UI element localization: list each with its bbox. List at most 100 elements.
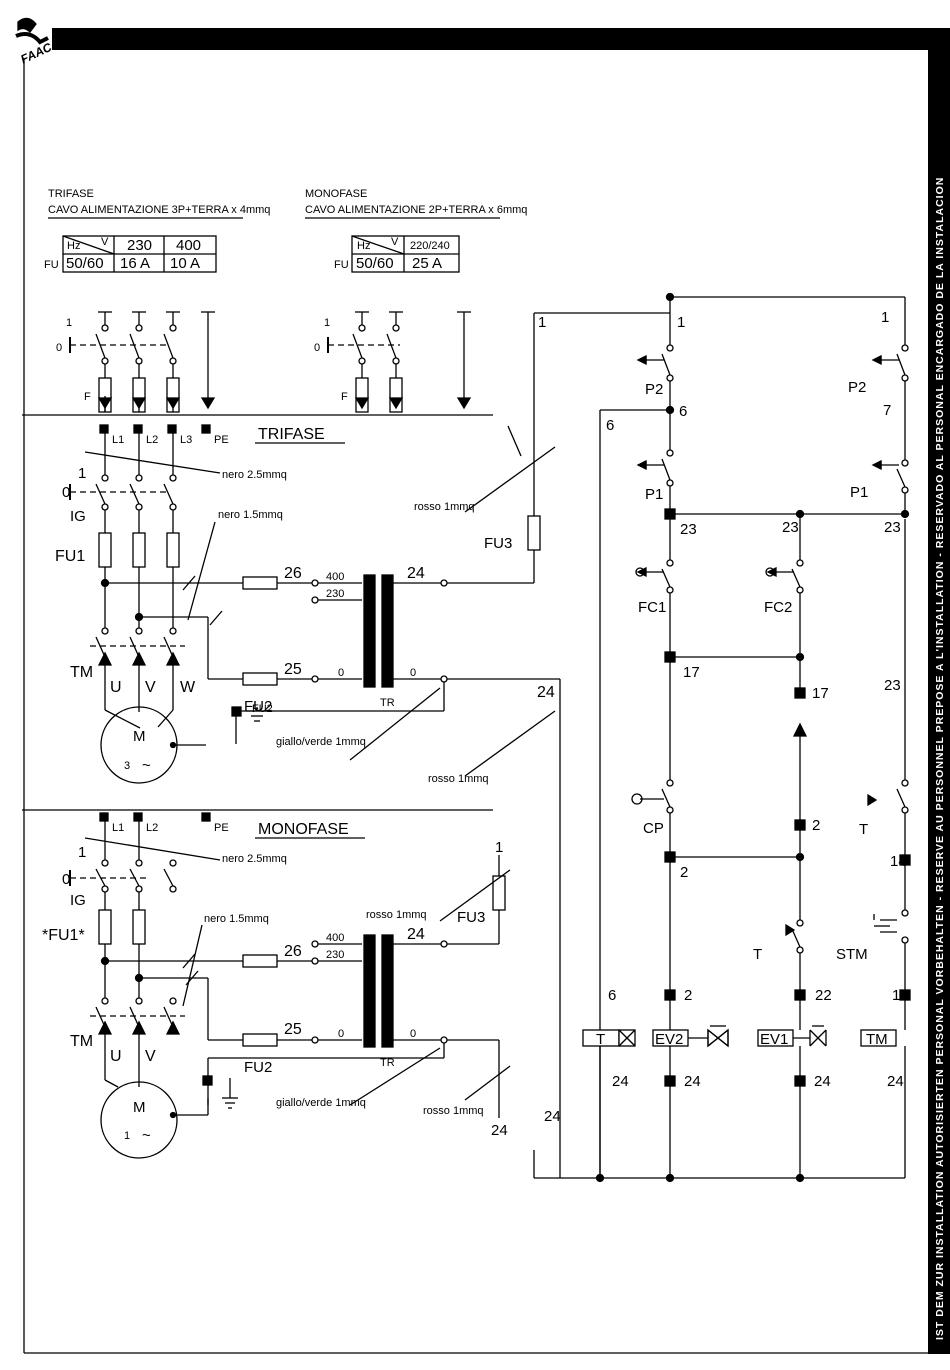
svg-text:230: 230 (127, 237, 152, 254)
svg-text:rosso 1mmq: rosso 1mmq (423, 1105, 484, 1117)
svg-text:PE: PE (214, 434, 229, 446)
svg-text:0: 0 (338, 1028, 344, 1040)
svg-text:0: 0 (62, 484, 70, 501)
svg-text:0: 0 (314, 342, 320, 354)
coil-T: T (582, 1029, 636, 1048)
svg-text:1: 1 (881, 309, 889, 326)
svg-text:TM: TM (866, 1031, 888, 1048)
monofase-section: L1 L2 PE MONOFASE nero 2.5mmq 1 0 IG *FU… (42, 812, 511, 1159)
label-15: 15 (892, 987, 909, 1004)
monofase-motor: M 1 ~ (100, 1081, 209, 1159)
svg-text:T: T (859, 821, 868, 838)
svg-text:FU1: FU1 (55, 548, 85, 565)
svg-text:~: ~ (142, 757, 151, 774)
svg-text:STM: STM (836, 946, 868, 963)
svg-text:U: U (110, 1048, 122, 1065)
svg-text:nero 2.5mmq: nero 2.5mmq (222, 853, 287, 865)
svg-text:T: T (596, 1031, 605, 1048)
svg-text:FU3: FU3 (457, 909, 485, 926)
svg-text:24: 24 (887, 1073, 904, 1090)
coil-EV1: EV1 (757, 1000, 827, 1048)
svg-text:23: 23 (884, 519, 901, 536)
svg-text:24: 24 (544, 1108, 561, 1125)
monofase-top-switch: 1 0 F (314, 311, 472, 413)
coil-EV2: EV2 (652, 1000, 729, 1048)
svg-text:24: 24 (612, 1073, 629, 1090)
trifase-transformer (363, 574, 394, 688)
svg-text:26: 26 (284, 943, 302, 960)
svg-text:rosso 1mmq: rosso 1mmq (414, 501, 475, 513)
svg-text:1: 1 (78, 844, 86, 861)
svg-text:17: 17 (683, 664, 700, 681)
svg-text:rosso 1mmq: rosso 1mmq (366, 909, 427, 921)
svg-text:1: 1 (66, 317, 72, 329)
logo-text: FAAC (18, 40, 54, 67)
svg-text:0: 0 (56, 342, 62, 354)
svg-text:P1: P1 (850, 484, 868, 501)
label-14: 14 (890, 853, 907, 870)
svg-text:L1: L1 (112, 434, 124, 446)
svg-text:26: 26 (284, 565, 302, 582)
svg-text:FC1: FC1 (638, 599, 666, 616)
svg-text:230: 230 (326, 588, 344, 600)
trifase-motor: M 3 ~ (100, 706, 206, 784)
svg-text:50/60: 50/60 (66, 255, 104, 272)
svg-text:IG: IG (70, 892, 86, 909)
svg-text:0: 0 (338, 667, 344, 679)
trifase-fu2-label: FU2 (244, 698, 272, 715)
svg-text:PE: PE (214, 822, 229, 834)
svg-text:25 A: 25 A (412, 255, 442, 272)
svg-text:giallo/verde 1mmq: giallo/verde 1mmq (276, 1097, 366, 1109)
trifase-top-switch: 1 0 F (56, 311, 216, 413)
svg-text:M: M (133, 728, 146, 745)
svg-text:TR: TR (380, 697, 395, 709)
svg-text:220/240: 220/240 (410, 240, 450, 252)
svg-text:6: 6 (679, 403, 687, 420)
svg-text:EV1: EV1 (760, 1031, 788, 1048)
svg-text:giallo/verde 1mmq: giallo/verde 1mmq (276, 736, 366, 748)
monofase-table: Hz V 220/240 FU 50/60 25 A (334, 235, 460, 273)
svg-text:V: V (145, 1048, 156, 1065)
svg-text:Hz: Hz (67, 240, 80, 252)
side-text: IST DEM ZUR INSTALLATION AUTORISIERTEN P… (934, 177, 946, 1340)
svg-text:400: 400 (176, 237, 201, 254)
trifase-title: TRIFASE (258, 426, 325, 443)
control-circuit: 1 1 P2 6 6 P2 7 P1 P1 (533, 292, 911, 1183)
svg-text:23: 23 (782, 519, 799, 536)
svg-text:2: 2 (680, 864, 688, 881)
svg-text:24: 24 (407, 926, 425, 943)
svg-text:M: M (133, 1099, 146, 1116)
monofase-contactor-TM: TM U V (70, 997, 185, 1088)
svg-text:EV2: EV2 (655, 1031, 683, 1048)
svg-text:FU3: FU3 (484, 535, 512, 552)
svg-text:TM: TM (70, 664, 93, 681)
svg-text:6: 6 (606, 417, 614, 434)
svg-text:V: V (101, 236, 109, 248)
svg-text:U: U (110, 679, 122, 696)
svg-text:*FU1*: *FU1* (42, 927, 85, 944)
svg-text:L2: L2 (146, 822, 158, 834)
svg-text:2: 2 (684, 987, 692, 1004)
svg-text:25: 25 (284, 1021, 302, 1038)
svg-text:25: 25 (284, 661, 302, 678)
svg-text:24: 24 (814, 1073, 831, 1090)
svg-text:3: 3 (124, 760, 130, 772)
svg-text:F: F (84, 391, 91, 403)
svg-text:1: 1 (538, 314, 546, 331)
svg-text:L2: L2 (146, 434, 158, 446)
monofase-header-cable: CAVO ALIMENTAZIONE 2P+TERRA x 6mmq (305, 204, 527, 216)
svg-text:22: 22 (815, 987, 832, 1004)
svg-text:FU: FU (334, 259, 349, 271)
svg-text:1: 1 (78, 465, 86, 482)
top-black-bar (52, 28, 928, 50)
svg-text:1: 1 (124, 1130, 130, 1142)
svg-text:6: 6 (608, 987, 616, 1004)
svg-text:2: 2 (812, 817, 820, 834)
svg-text:FU: FU (44, 259, 59, 271)
svg-text:P2: P2 (848, 379, 866, 396)
svg-text:FU2: FU2 (244, 1059, 272, 1076)
monofase-transformer (363, 934, 394, 1048)
svg-text:nero 2.5mmq: nero 2.5mmq (222, 469, 287, 481)
svg-text:L3: L3 (180, 434, 192, 446)
